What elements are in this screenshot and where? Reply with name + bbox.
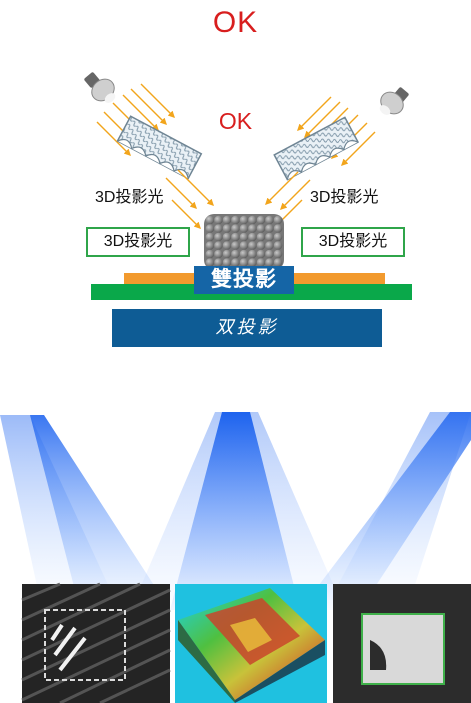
solder-ball <box>205 258 215 267</box>
solder-ball <box>248 215 257 225</box>
solder-ball <box>239 241 249 250</box>
solder-ball <box>222 224 232 233</box>
solder-ball <box>256 249 266 259</box>
right-lamp-icon <box>379 87 409 115</box>
solder-ball <box>256 241 266 250</box>
inspection-result-image <box>333 584 471 703</box>
solder-ball <box>231 249 240 259</box>
solder-ball <box>248 241 257 250</box>
solder-ball <box>256 232 266 242</box>
solder-ball <box>239 249 249 259</box>
left-projection-label: 3D投影光 <box>95 189 164 206</box>
solder-ball <box>273 232 283 242</box>
solder-ball <box>248 258 257 267</box>
solder-ball <box>222 258 232 267</box>
solder-ball <box>222 215 232 225</box>
solder-ball <box>273 241 283 250</box>
right-boxed-label: 3D投影光 <box>301 227 405 257</box>
solder-ball <box>273 258 283 267</box>
solder-ball <box>273 215 283 225</box>
left-boxed-label: 3D投影光 <box>86 227 190 257</box>
solder-ball <box>214 215 223 225</box>
solder-ball <box>265 249 274 259</box>
left-outgoing-rays <box>165 169 214 229</box>
left-grating <box>116 115 203 180</box>
solder-ball <box>222 249 232 259</box>
solder-ball <box>222 232 232 242</box>
solder-ball <box>231 241 240 250</box>
solder-ball <box>265 215 274 225</box>
solder-ball <box>239 215 249 225</box>
solder-ball <box>256 224 266 233</box>
ok-title-middle: OK <box>218 108 253 134</box>
solder-ball <box>231 215 240 225</box>
solder-ball <box>214 249 223 259</box>
solder-ball <box>214 224 223 233</box>
solder-ball <box>205 232 215 242</box>
solder-ball <box>231 258 240 267</box>
right-grating <box>273 116 360 181</box>
solder-ball <box>265 258 274 267</box>
solder-ball <box>214 258 223 267</box>
solder-ball <box>205 224 215 233</box>
left-lamp-icon <box>84 72 116 103</box>
solder-ball <box>205 215 215 225</box>
solder-ball <box>265 232 274 242</box>
solder-ball <box>248 224 257 233</box>
solder-ball <box>214 241 223 250</box>
solder-ball <box>239 224 249 233</box>
solder-ball <box>231 224 240 233</box>
solder-ball <box>205 241 215 250</box>
right-projection-label: 3D投影光 <box>310 189 379 206</box>
solder-ball <box>205 249 215 259</box>
solder-ball <box>256 215 266 225</box>
solder-ball <box>265 241 274 250</box>
solder-ball <box>239 258 249 267</box>
solder-ball <box>214 232 223 242</box>
solder-ball <box>239 232 249 242</box>
stripe-projection-image <box>21 582 171 703</box>
dual-projection-label: 雙投影 <box>194 266 294 294</box>
base-label: 双投影 <box>112 309 382 347</box>
solder-ball <box>222 241 232 250</box>
3d-height-map-image <box>175 584 327 703</box>
solder-ball-cluster <box>204 214 284 270</box>
ok-title-top: OK <box>212 6 259 39</box>
solder-ball <box>231 232 240 242</box>
solder-ball <box>273 224 283 233</box>
solder-ball <box>256 258 266 267</box>
solder-ball <box>265 224 274 233</box>
solder-ball <box>273 249 283 259</box>
left-beam <box>30 415 170 610</box>
solder-ball <box>248 232 257 242</box>
solder-ball <box>248 249 257 259</box>
